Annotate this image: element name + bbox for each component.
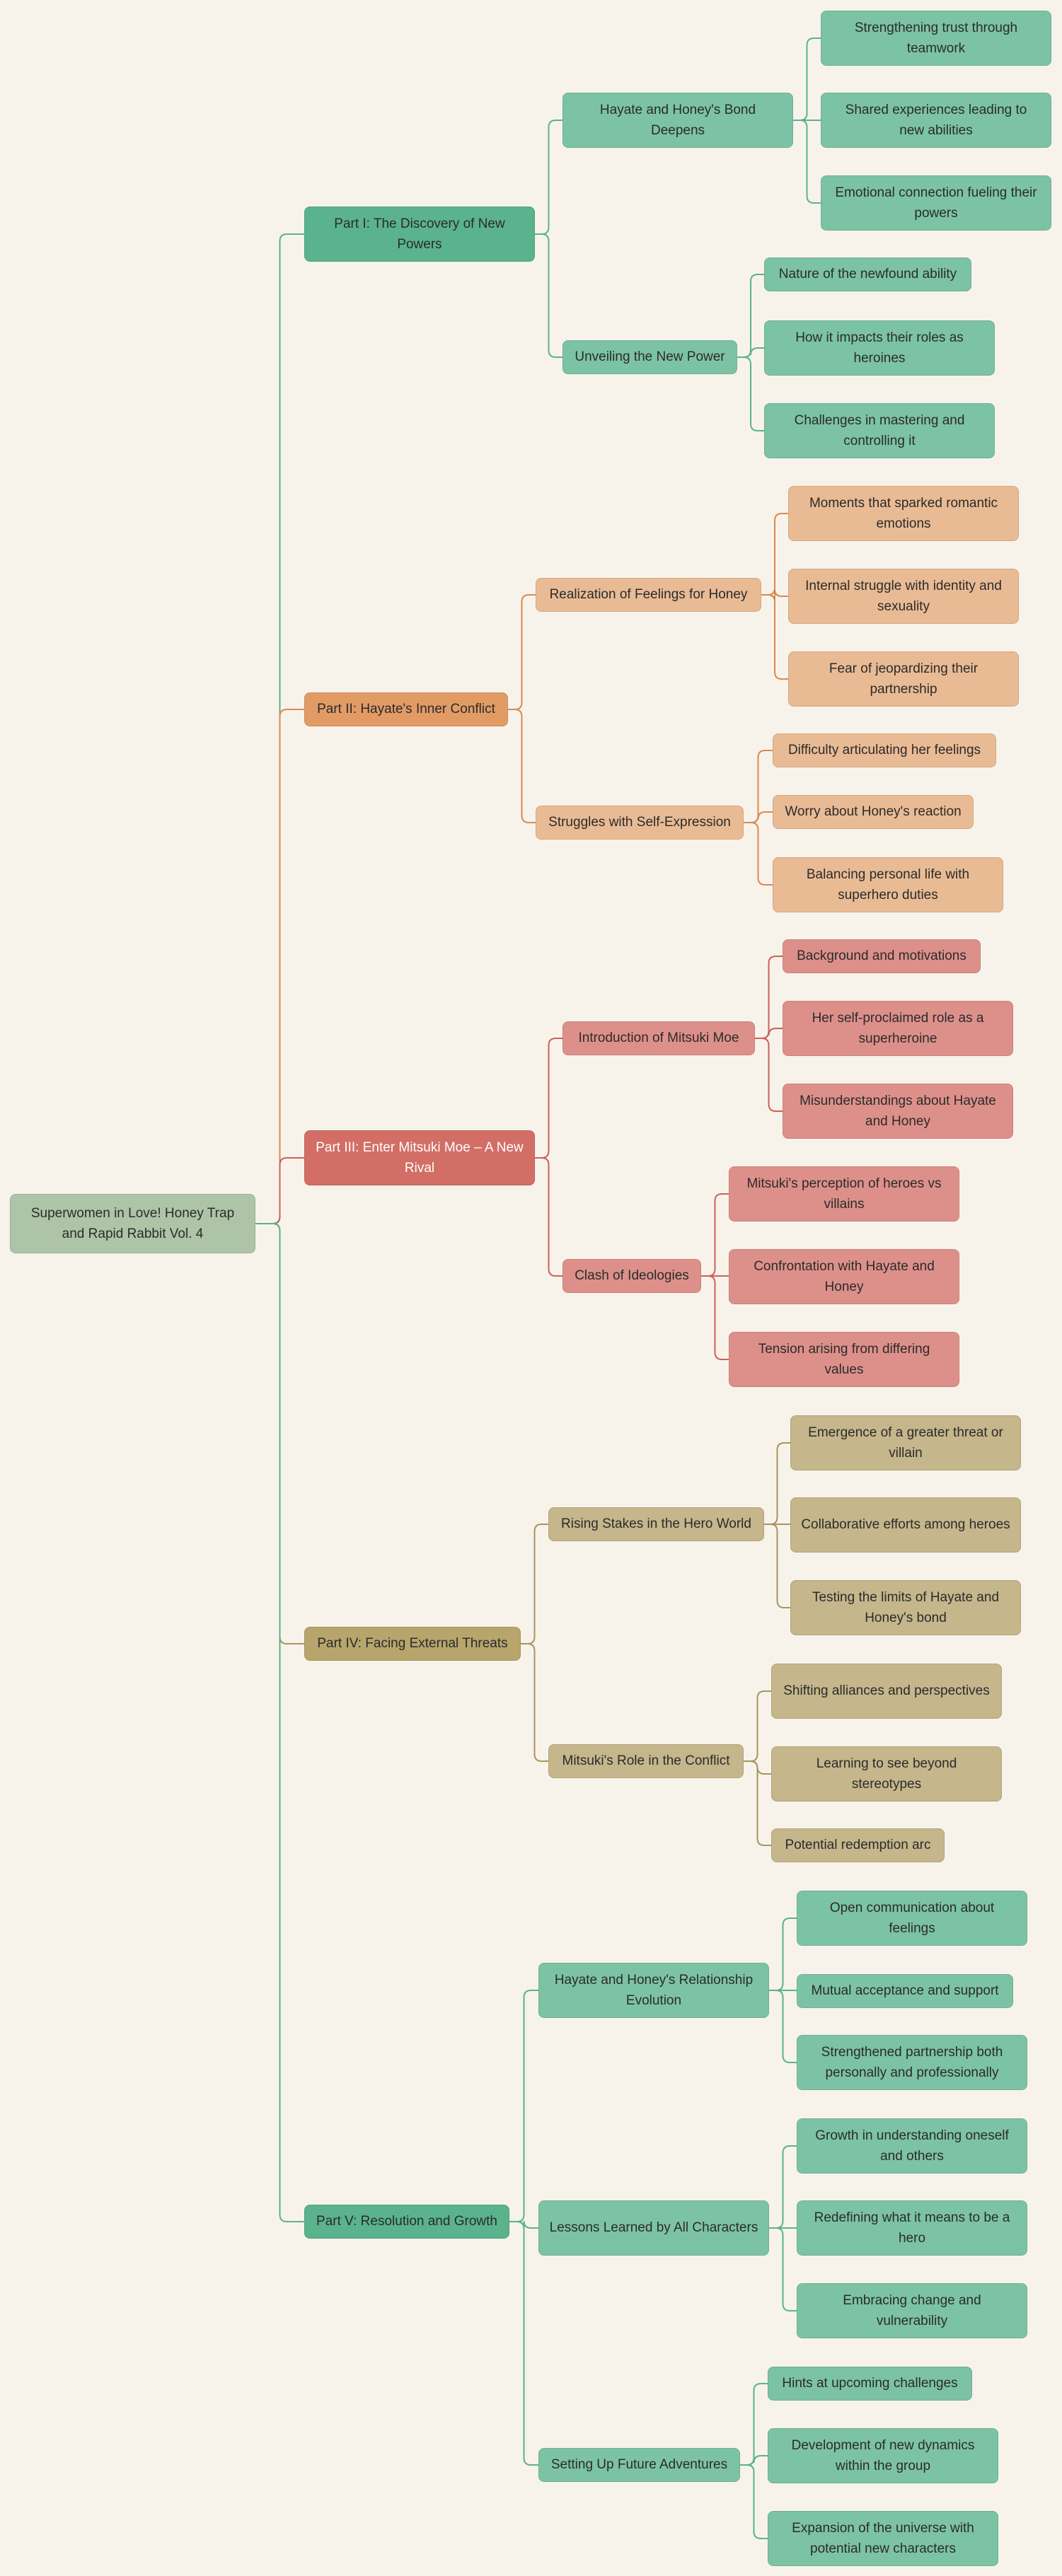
leaf-node: Emotional connection fueling their power…: [821, 175, 1051, 231]
connector-line: [761, 513, 788, 596]
leaf-node: Potential redemption arc: [771, 1828, 945, 1862]
connector-line: [755, 956, 783, 1039]
connector-line: [769, 1990, 797, 2063]
connector-line: [509, 1990, 538, 2222]
section-node: Setting Up Future Adventures: [538, 2448, 740, 2482]
part-node: Part IV: Facing External Threats: [304, 1627, 521, 1661]
leaf-node: Expansion of the universe with potential…: [768, 2511, 998, 2566]
connector-line: [509, 2221, 538, 2466]
leaf-node: Worry about Honey's reaction: [773, 795, 974, 829]
section-node: Struggles with Self-Expression: [536, 806, 744, 840]
connector-line: [740, 2383, 768, 2466]
connector-line: [764, 1442, 790, 1525]
section-node: Realization of Feelings for Honey: [536, 578, 761, 612]
connector-line: [740, 2455, 768, 2466]
connector-line: [521, 1643, 548, 1762]
part-node: Part V: Resolution and Growth: [304, 2205, 509, 2239]
section-node: Introduction of Mitsuki Moe: [562, 1021, 755, 1055]
connector-line: [769, 2145, 797, 2229]
leaf-node: Balancing personal life with superhero d…: [773, 857, 1003, 912]
connector-line: [744, 811, 773, 823]
connector-line: [744, 1690, 771, 1762]
connector-line: [508, 594, 536, 710]
connector-line: [744, 822, 773, 886]
leaf-node: Nature of the newfound ability: [764, 257, 971, 291]
section-node: Unveiling the New Power: [562, 340, 737, 374]
leaf-node: Hints at upcoming challenges: [768, 2367, 972, 2401]
section-node: Clash of Ideologies: [562, 1259, 701, 1293]
connector-line: [535, 1157, 562, 1277]
leaf-node: Embracing change and vulnerability: [797, 2283, 1027, 2338]
leaf-node: Development of new dynamics within the g…: [768, 2428, 998, 2483]
leaf-node: Learning to see beyond stereotypes: [771, 1746, 1002, 1802]
leaf-node: Redefining what it means to be a hero: [797, 2200, 1027, 2256]
part-node: Part III: Enter Mitsuki Moe – A New Riva…: [304, 1130, 535, 1185]
connector-line: [701, 1275, 729, 1360]
leaf-node: Background and motivations: [783, 939, 981, 973]
leaf-node: Strengthened partnership both personally…: [797, 2035, 1027, 2090]
connector-line: [744, 1760, 771, 1846]
section-node: Mitsuki's Role in the Conflict: [548, 1744, 744, 1778]
connector-line: [508, 709, 536, 823]
connector-line: [793, 120, 821, 204]
leaf-node: Mitsuki's perception of heroes vs villai…: [729, 1166, 959, 1222]
leaf-node: Shared experiences leading to new abilit…: [821, 93, 1051, 148]
leaf-node: Her self-proclaimed role as a superheroi…: [783, 1001, 1013, 1056]
connector-line: [521, 1524, 548, 1644]
leaf-node: Open communication about feelings: [797, 1891, 1027, 1946]
leaf-node: Emergence of a greater threat or villain: [790, 1415, 1021, 1470]
connector-line: [755, 1038, 783, 1112]
leaf-node: Fear of jeopardizing their partnership: [788, 651, 1019, 707]
connector-line: [737, 274, 764, 358]
connector-line: [737, 356, 764, 431]
leaf-node: Tension arising from differing values: [729, 1332, 959, 1387]
leaf-node: How it impacts their roles as heroines: [764, 320, 995, 376]
leaf-node: Growth in understanding oneself and othe…: [797, 2118, 1027, 2174]
leaf-node: Moments that sparked romantic emotions: [788, 486, 1019, 541]
connector-line: [737, 347, 764, 358]
connector-line: [761, 594, 788, 680]
leaf-node: Confrontation with Hayate and Honey: [729, 1249, 959, 1304]
connector-line: [535, 120, 562, 235]
connector-line: [769, 1918, 797, 1991]
connector-line: [769, 2227, 797, 2311]
part-node: Part I: The Discovery of New Powers: [304, 207, 535, 262]
leaf-node: Internal struggle with identity and sexu…: [788, 569, 1019, 624]
section-node: Hayate and Honey's Relationship Evolutio…: [538, 1963, 769, 2018]
connector-line: [740, 2464, 768, 2539]
section-node: Hayate and Honey's Bond Deepens: [562, 93, 793, 148]
connector-line: [255, 1157, 304, 1224]
connector-line: [255, 1223, 304, 2222]
connector-line: [764, 1524, 790, 1608]
leaf-node: Testing the limits of Hayate and Honey's…: [790, 1580, 1021, 1635]
connector-line: [255, 709, 304, 1224]
part-node: Part II: Hayate's Inner Conflict: [304, 692, 508, 726]
leaf-node: Misunderstandings about Hayate and Honey: [783, 1084, 1013, 1139]
leaf-node: Mutual acceptance and support: [797, 1974, 1013, 2008]
section-node: Lessons Learned by All Characters: [538, 2200, 769, 2256]
leaf-node: Challenges in mastering and controlling …: [764, 403, 995, 458]
connector-line: [535, 233, 562, 358]
leaf-node: Collaborative efforts among heroes: [790, 1497, 1021, 1553]
leaf-node: Shifting alliances and perspectives: [771, 1664, 1002, 1719]
connector-line: [701, 1193, 729, 1277]
leaf-node: Difficulty articulating her feelings: [773, 733, 996, 767]
leaf-node: Strengthening trust through teamwork: [821, 11, 1051, 66]
section-node: Rising Stakes in the Hero World: [548, 1507, 764, 1541]
connector-line: [535, 1038, 562, 1159]
connector-line: [793, 37, 821, 121]
root-node: Superwomen in Love! Honey Trap and Rapid…: [10, 1194, 255, 1253]
connector-line: [755, 1028, 783, 1039]
